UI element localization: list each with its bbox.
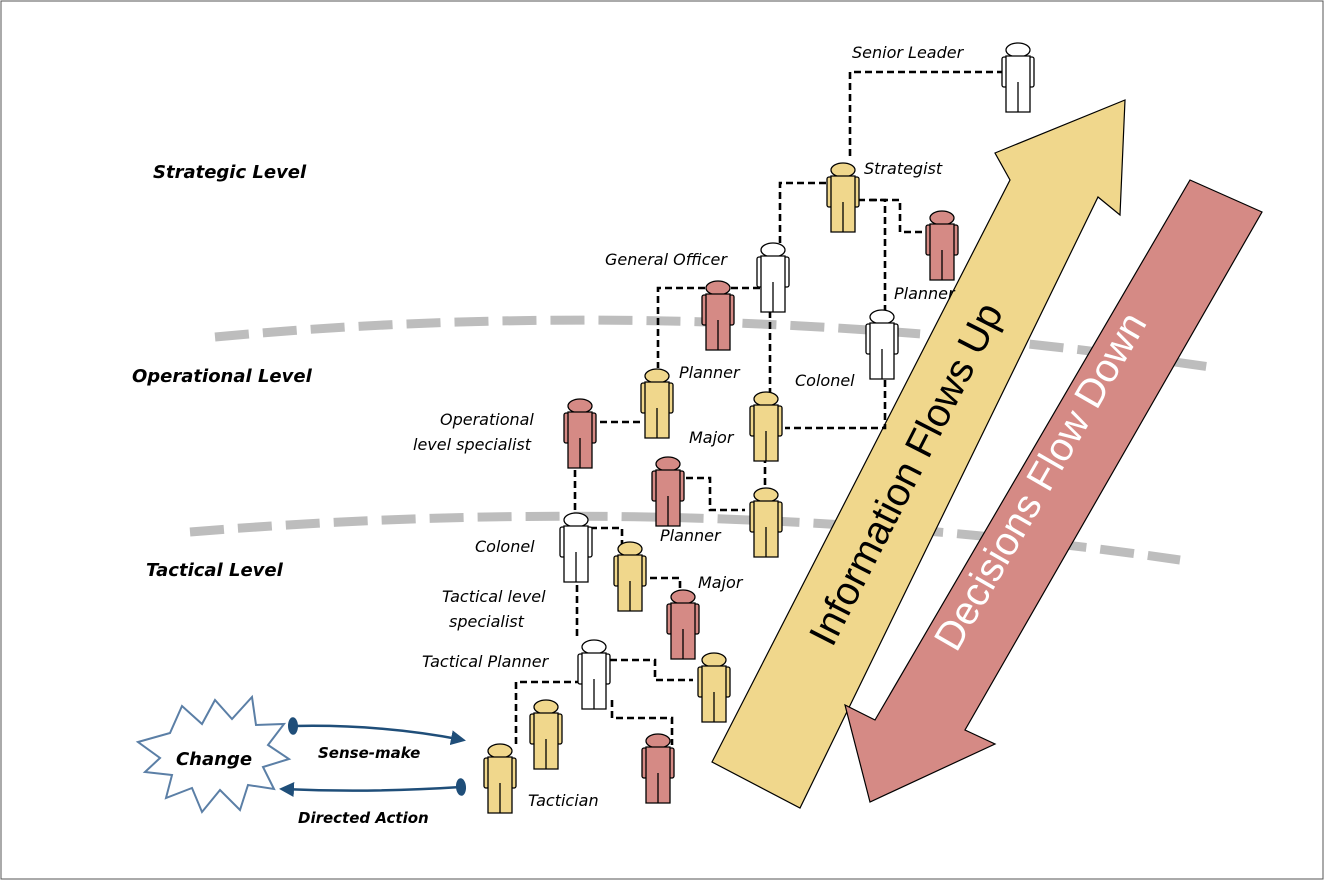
directed-action-label: Directed Action <box>298 809 429 827</box>
operational-colonel-figure <box>865 309 899 380</box>
operational-specialist-label-2: level specialist <box>413 435 532 454</box>
tactical-red-figure <box>641 733 675 804</box>
operational-planner-low-label: Planner <box>660 526 722 545</box>
tactician-label: Tactician <box>528 791 599 810</box>
general-officer-label: General Officer <box>605 250 728 269</box>
tactical-specialist-label-1: Tactical level <box>442 587 546 606</box>
tactical-major-yellow-figure <box>613 541 647 612</box>
operational-level-label: Operational Level <box>132 366 313 387</box>
change-label: Change <box>176 749 252 770</box>
change-starburst-icon <box>135 694 292 814</box>
tactician-figure <box>483 743 517 814</box>
tactical-colonel-figure <box>559 512 593 583</box>
operational-major-figure <box>749 391 783 462</box>
operational-planner-low-figure <box>749 487 783 558</box>
senior-leader-figure <box>1001 42 1035 113</box>
tactical-boundary <box>189 511 1181 565</box>
general-officer-figure <box>756 242 790 313</box>
operational-planner-figure <box>640 368 674 439</box>
operational-specialist-figure <box>563 398 597 469</box>
strategist-figure <box>826 162 860 233</box>
senior-leader-label: Senior Leader <box>852 43 965 62</box>
tactical-specialist-figure <box>529 699 563 770</box>
operational-planner-low-red-figure <box>651 456 685 527</box>
strategic-planner-figure <box>925 210 959 281</box>
tactical-specialist-label-2: specialist <box>449 612 525 631</box>
tactical-major-label: Major <box>698 573 744 592</box>
change-cycle: Change Sense-make Directed Action <box>135 694 467 827</box>
strategist-label: Strategist <box>864 159 943 178</box>
tactical-planner-label: Tactical Planner <box>422 652 550 671</box>
directed-action-arrow <box>279 778 467 798</box>
operational-colonel-label: Colonel <box>795 371 855 390</box>
sense-make-label: Sense-make <box>318 744 420 762</box>
operational-planner-label: Planner <box>679 363 741 382</box>
tactical-yellow-figure <box>697 652 731 723</box>
tactical-planner-figure <box>577 639 611 710</box>
operational-major-label: Major <box>689 428 735 447</box>
strategic-planner-label: Planner <box>894 284 956 303</box>
operational-planner-red-figure <box>701 280 735 351</box>
sense-make-arrow <box>287 717 466 746</box>
tactical-major-figure <box>666 589 700 660</box>
operational-specialist-label-1: Operational <box>440 410 534 429</box>
strategic-level-label: Strategic Level <box>153 162 307 183</box>
tactical-level-label: Tactical Level <box>146 560 284 581</box>
tactical-colonel-label: Colonel <box>475 537 535 556</box>
